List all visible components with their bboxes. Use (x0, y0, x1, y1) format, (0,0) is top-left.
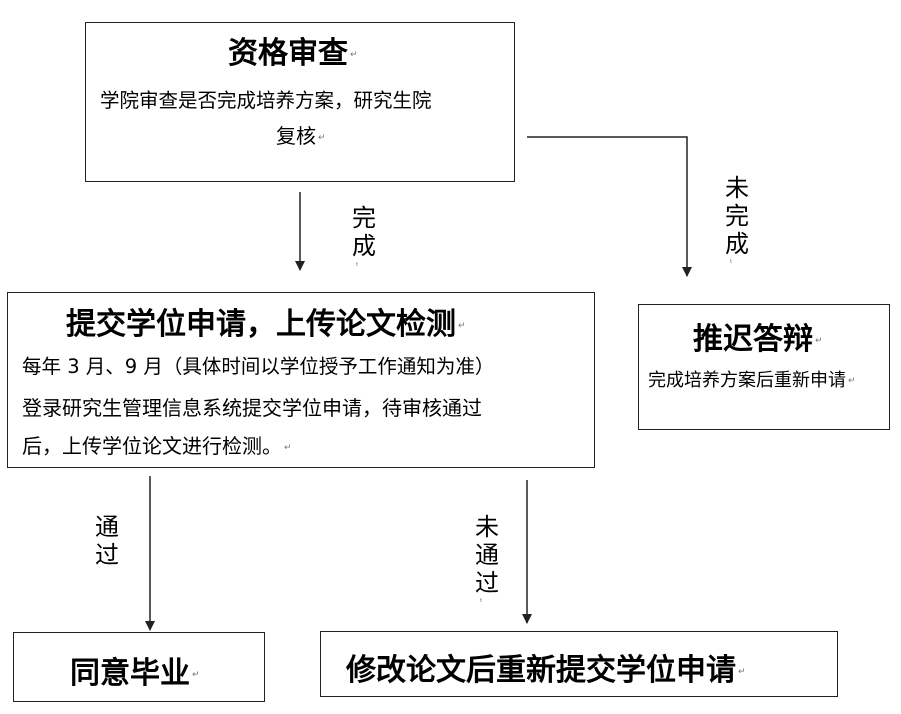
node-submit-desc-line3: 后，上传学位论文进行检测。↵ (22, 434, 292, 458)
node-qualification-review (85, 22, 515, 182)
arrow-qualification-to-postpone (527, 136, 692, 277)
node-graduate-title: 同意毕业↵ (70, 656, 200, 691)
node-qualification-desc-line2: 复核↵ (276, 124, 326, 148)
node-qualification-title: 资格审查↵ (228, 36, 358, 71)
edge-label-not-completed: 未完成 (725, 174, 749, 258)
node-postpone-desc: 完成培养方案后重新申请↵ (648, 370, 856, 391)
node-postpone-defense (638, 304, 890, 430)
node-submit-desc-line1: 每年 3 月、9 月（具体时间以学位授予工作通知为准） (22, 355, 495, 378)
edge-label-not-passed-mark: ᵗ (480, 598, 483, 608)
node-submit-title: 提交学位申请，上传论文检测↵ (66, 307, 466, 342)
node-postpone-title: 推迟答辩↵ (693, 322, 823, 357)
node-qualification-desc-line1: 学院审查是否完成培养方案，研究生院 (100, 89, 432, 112)
node-approve-graduation (13, 632, 265, 702)
edge-label-not-completed-mark: ᵗ (730, 259, 733, 269)
edge-label-not-passed: 未通过 (475, 513, 499, 597)
node-submit-application (7, 292, 595, 468)
edge-label-passed: 通过 (95, 513, 119, 569)
node-revise-resubmit (320, 631, 838, 697)
edge-label-completed: 完成 (352, 204, 376, 260)
node-revise-title: 修改论文后重新提交学位申请↵ (346, 653, 746, 688)
edge-label-completed-mark: ᵗ (356, 262, 359, 272)
node-submit-desc-line2: 登录研究生管理信息系统提交学位申请，待审核通过 (22, 396, 482, 420)
